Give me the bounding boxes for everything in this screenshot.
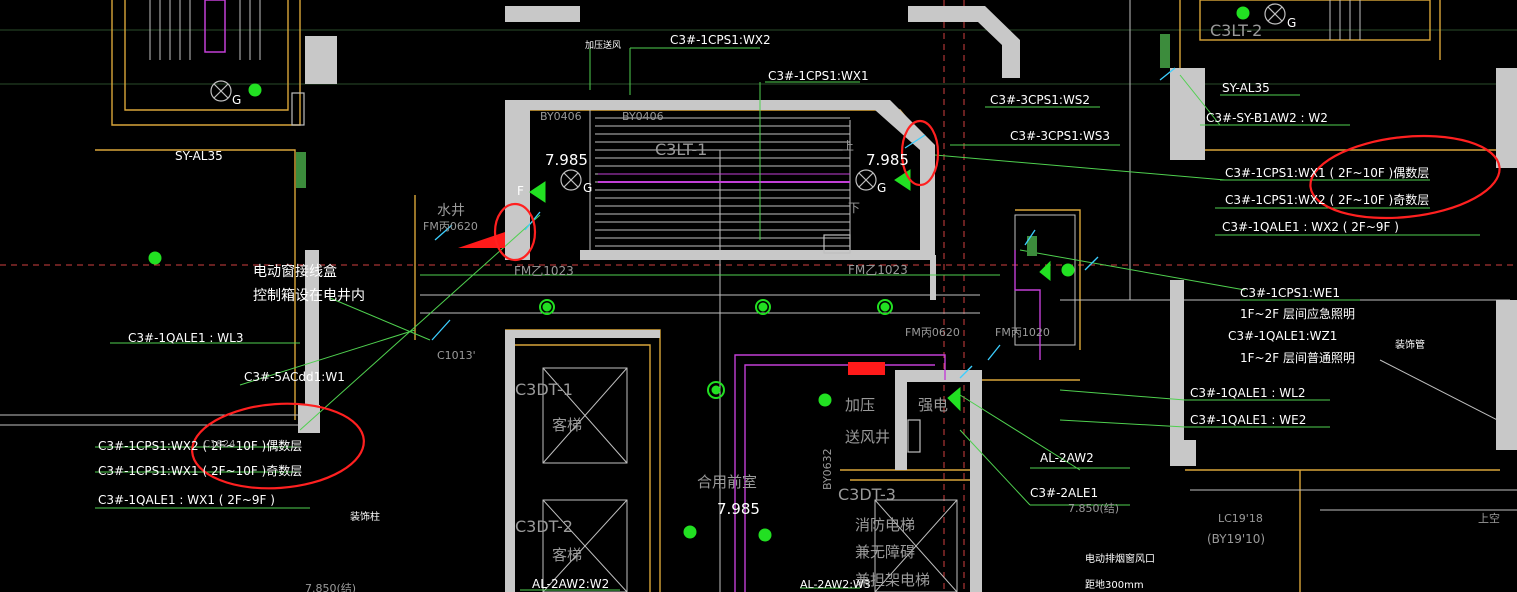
hatched-box [1160, 34, 1170, 68]
label-wx2-right: C3#-1CPS1:WX2 ( 2F~10F )奇数层 [1225, 192, 1429, 207]
label-up: 上 [842, 139, 854, 153]
label-shared-lobby: 合用前室 [697, 473, 757, 491]
label-wx1-top: C3#-1CPS1:WX1 [768, 69, 869, 83]
red-marker [458, 232, 505, 248]
label-wx2-ale-right: C3#-1QALE1 : WX2 ( 2F~9F ) [1222, 220, 1399, 234]
label-lc1918: LC19'18 [1218, 512, 1263, 525]
markup-annotations [191, 119, 1501, 490]
leader-lines [95, 47, 1480, 591]
label-elev-7985-left: 7.985 [545, 151, 588, 169]
label-g-top-right: G [1287, 16, 1296, 30]
label-g-stair-left: G [583, 181, 592, 195]
label-fm1020: FM丙1020 [995, 326, 1050, 339]
label-by0632: BY0632 [821, 448, 834, 490]
label-emergency-light: 1F~2F 层间应急照明 [1240, 306, 1355, 321]
label-w1: C3#-5ACdd1:W1 [244, 370, 345, 384]
label-al-2aw2-bottom: AL-2AW2:W3 [800, 578, 871, 591]
label-motor-smoke-vent: 电动排烟窗风口 [1085, 552, 1155, 565]
elevator-shafts [542, 214, 1076, 592]
label-fm0620: FM丙0620 [423, 220, 478, 233]
label-wx1-left: C3#-1CPS1:WX1 ( 2F~10F )奇数层 [98, 463, 302, 478]
label-power-shaft: 强电 [918, 396, 948, 414]
hatched-box [1027, 236, 1037, 256]
label-decor-shaft: 装饰管 [1395, 338, 1425, 351]
label-al-2aw2: AL-2AW2 [1040, 451, 1094, 465]
label-fm1023-right: FM乙1023 [848, 263, 908, 277]
label-passenger-2: 客梯 [552, 546, 582, 564]
label-fire-elevator: 消防电梯 [855, 516, 915, 534]
label-r850: 7.850(结) [305, 582, 356, 592]
label-passenger-1: 客梯 [552, 416, 582, 434]
arrow-markers [431, 67, 1176, 379]
label-c3dt-3: C3DT-3 [838, 485, 896, 504]
label-wx2-left: C3#-1CPS1:WX2 ( 2F~10F )偶数层 [98, 438, 302, 453]
label-al-2aw2-w2: AL-2AW2:W2 [532, 577, 609, 591]
label-g-left: G [232, 93, 241, 107]
label-c3dt-1: C3DT-1 [515, 380, 573, 399]
label-wl3: C3#-1QALE1 : WL3 [128, 331, 243, 345]
label-by0406-b: BY0406 [622, 110, 664, 123]
label-al-2ale1: C3#-2ALE1 [1030, 486, 1098, 500]
label-f-sign: F [517, 184, 524, 198]
label-c3lt-2-top: C3LT-2 [1210, 21, 1262, 40]
label-sy-al35-right: SY-AL35 [1222, 81, 1270, 95]
label-water-shaft: 水井 [437, 203, 465, 219]
red-marker [848, 362, 885, 375]
switch-symbols [210, 3, 1286, 453]
label-motor-window-box: 电动窗接线盒 [253, 263, 337, 280]
hatched-box [296, 152, 306, 188]
label-wx2-top: C3#-1CPS1:WX2 [670, 33, 771, 47]
label-control-box-location: 控制箱设在电井内 [253, 288, 365, 304]
label-distance-300: 距地300mm [1085, 578, 1144, 591]
label-height-850: 7.850(结) [1068, 502, 1119, 515]
label-by0406-a: BY0406 [540, 110, 582, 123]
label-pressure-fan-small: 加压送风 [585, 39, 621, 51]
label-upper-void: 上空 [1478, 511, 1500, 525]
label-we1: C3#-1CPS1:WE1 [1240, 286, 1340, 300]
label-fm0620-mid: FM丙0620 [905, 326, 960, 339]
label-fm1023-left: FM乙1023 [514, 264, 574, 278]
label-c3lt-1: C3LT-1 [655, 140, 707, 159]
label-wz1: C3#-1QALE1:WZ1 [1228, 329, 1337, 343]
label-by1910: (BY19'10) [1207, 532, 1265, 546]
label-g-stair-right: G [877, 181, 886, 195]
label-ws2: C3#-3CPS1:WS2 [990, 93, 1090, 107]
label-down: 下 [848, 201, 860, 215]
label-c1013: C1013' [437, 349, 476, 362]
label-wx1-aLE: C3#-1QALE1 : WX1 ( 2F~9F ) [98, 493, 275, 507]
label-wx1-right: C3#-1CPS1:WX1 ( 2F~10F )偶数层 [1225, 165, 1429, 180]
label-air-shaft: 送风井 [845, 428, 890, 446]
label-we2: C3#-1QALE1 : WE2 [1190, 413, 1306, 427]
label-c3dt-2: C3DT-2 [515, 517, 573, 536]
label-elev-7985-right: 7.985 [866, 151, 909, 169]
label-sy-b1aw2: C3#-SY-B1AW2 : W2 [1206, 111, 1328, 125]
label-decor-column: 装饰柱 [350, 510, 380, 523]
label-normal-light: 1F~2F 层间普通照明 [1240, 351, 1355, 365]
label-pressurized: 加压 [845, 396, 875, 414]
label-c1813: C1824 [203, 439, 235, 450]
label-ws3: C3#-3CPS1:WS3 [1010, 129, 1110, 143]
label-elev-7985-lobby: 7.985 [717, 500, 760, 518]
light-fixtures [148, 6, 1250, 542]
label-wl2: C3#-1QALE1 : WL2 [1190, 386, 1305, 400]
label-barrier-free: 兼无障碍 [855, 543, 915, 561]
label-sy-al35-left: SY-AL35 [175, 149, 223, 163]
label-stretcher: 兼担架电梯 [855, 571, 930, 589]
